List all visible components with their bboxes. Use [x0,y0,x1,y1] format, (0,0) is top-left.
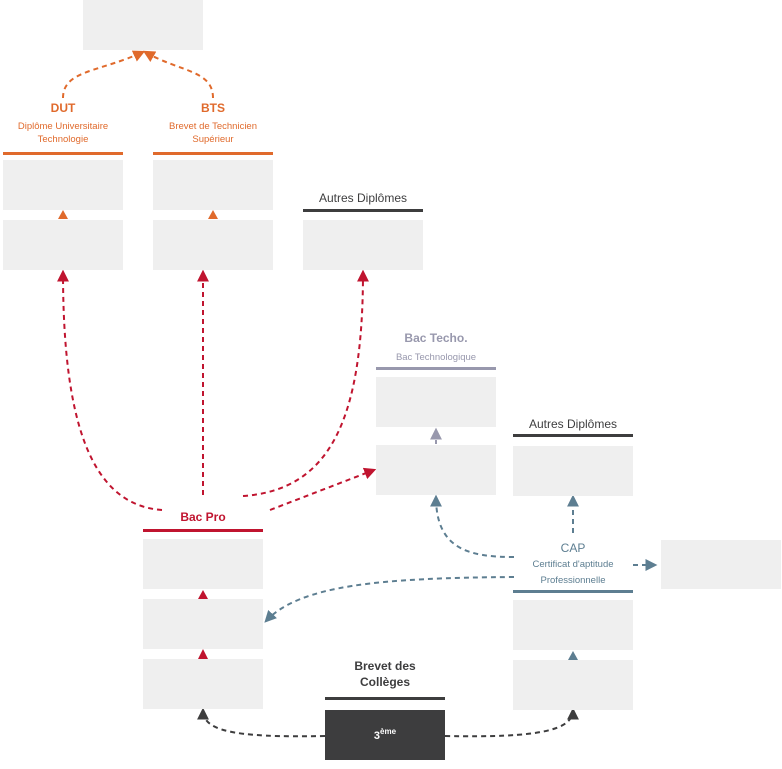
dut-subtitle-line2: Technologie [37,134,89,145]
arrow-3eme-to-cap [444,707,579,738]
arrow-cap-to-bactechno [430,494,515,558]
right-box [661,540,781,589]
arrow-bts-to-top [142,50,214,99]
bac-techno-bar [376,367,496,370]
autres-diplomes-top-title: Autres Diplômes [318,191,408,205]
brevet-title-line2: Collèges [359,675,410,689]
bac-techno-subtitle: Bac Technologique [395,352,477,363]
troisieme-number: 3 [373,730,381,742]
bac-pro-box-3 [143,659,263,709]
cap-subtitle-line1: Certificat d'aptitude [532,559,614,570]
bac-pro-bar [143,529,263,532]
bts-subtitle-line1: Brevet de Technicien [168,121,258,132]
autres-diplomes-top-bar [303,209,423,212]
arrow-small-bacpro-1 [198,590,208,599]
arrow-3eme-to-bacpro [197,707,326,738]
troisieme-superscript: ème [380,727,397,736]
cap-bar [513,590,633,593]
bac-techno-title: Bac Techo. [404,331,468,345]
autres-diplomes-mid-title: Autres Diplômes [528,417,618,431]
cap-title: CAP [560,541,586,555]
arrow-small-cap [568,651,578,660]
bac-techno-box-2 [376,445,496,495]
arrow-cap-to-bacpro [264,576,515,623]
arrow-bacpro-to-autres [242,269,369,497]
troisieme-box [325,710,445,760]
bts-header-bar [153,152,273,155]
autres-diplomes-mid-bar [513,434,633,437]
bac-pro-box-1 [143,539,263,589]
bac-techno-box-1 [376,377,496,427]
cap-box-2 [513,660,633,710]
cap-box-1 [513,600,633,650]
arrow-bacpro-to-bactechno [269,467,377,511]
troisieme-label: 3ème [325,727,445,743]
dut-subtitle-line1: Diplôme Universitaire [17,121,109,132]
autres-diplomes-top-box [303,220,423,270]
top-box [83,0,203,50]
cap-subtitle-line2: Professionnelle [540,575,606,586]
brevet-bar [325,697,445,700]
bts-subtitle-line2: Supérieur [192,134,234,145]
dut-box-1 [3,160,123,210]
arrow-small-bts [208,210,218,219]
bac-pro-box-2 [143,599,263,649]
brevet-title-line1: Brevet des [354,659,416,673]
arrow-small-dut [58,210,68,219]
arrow-small-bacpro-2 [198,649,208,659]
autres-diplomes-mid-box [513,446,633,496]
dut-box-2 [3,220,123,270]
dut-header-bar [3,152,123,155]
bts-title: BTS [201,101,225,115]
arrow-dut-to-top [62,50,146,99]
dut-title: DUT [50,101,76,115]
bac-pro-title: Bac Pro [180,510,226,524]
bts-box-2 [153,220,273,270]
arrow-bacpro-to-dut [57,269,163,511]
bts-box-1 [153,160,273,210]
